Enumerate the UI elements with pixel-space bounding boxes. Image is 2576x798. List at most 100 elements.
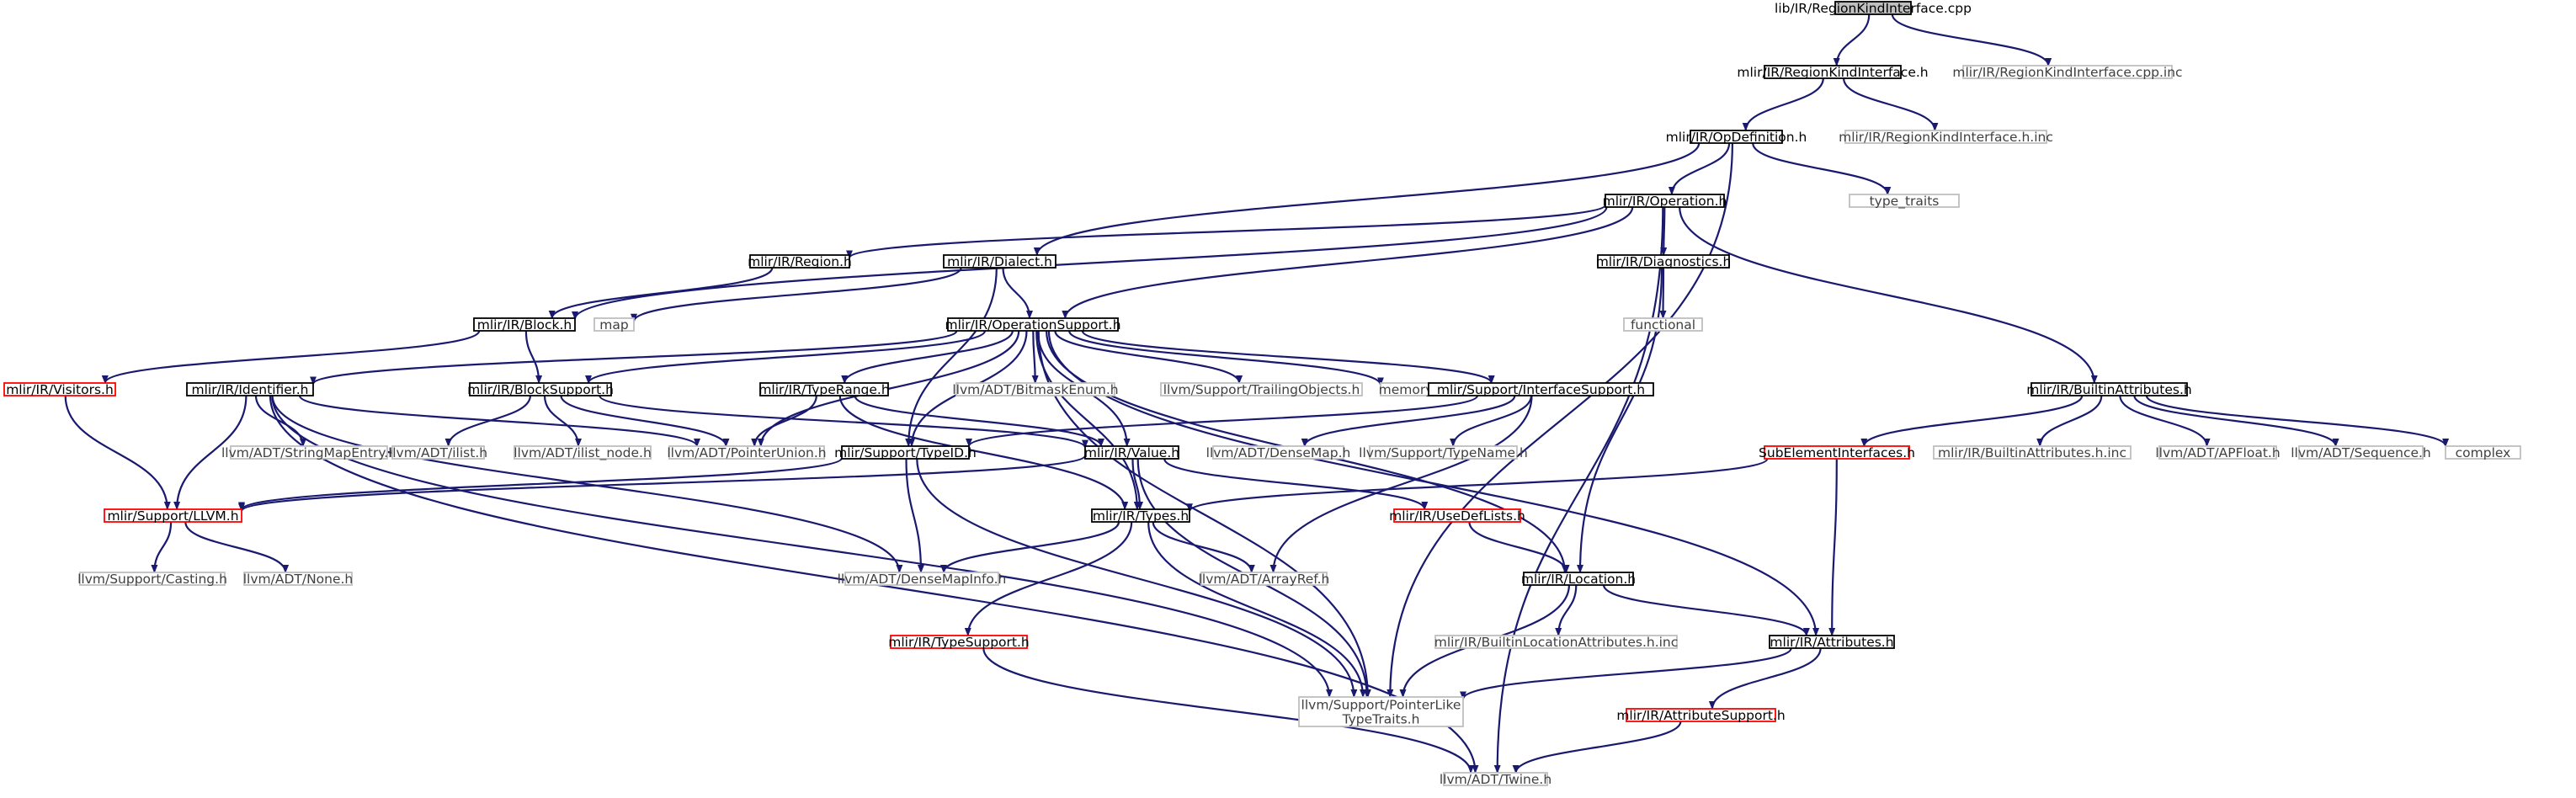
node-location[interactable]: mlir/IR/Location.h [1521,572,1636,587]
edge-location-to-builtinloc_inc [1555,584,1578,636]
edge-operation-to-opsupport [1062,206,1634,319]
node-box [1597,254,1730,269]
node-attributes[interactable]: mlir/IR/Attributes.h [1769,635,1895,650]
edge-subelem-to-attributes [1828,458,1838,636]
edge-dialect-to-opsupport [1002,267,1033,319]
node-label: SubElementInterfaces.h [1759,445,1915,460]
node-twine: llvm/ADT/Twine.h [1440,772,1551,787]
edge-llvm_h-to-none [184,521,290,573]
edge-blocksupport-to-ilist [444,395,531,447]
node-box [749,254,850,269]
node-visitors[interactable]: mlir/IR/Visitors.h [3,382,116,397]
node-box [1764,445,1910,460]
node-types[interactable]: mlir/IR/Types.h [1091,508,1190,524]
node-box [593,317,635,332]
edge-types-to-densemapinfo [940,521,1120,573]
node-diagnostics[interactable]: mlir/IR/Diagnostics.h [1596,254,1732,269]
edge-opsupport-to-attributes [1047,330,1820,636]
edge-block-to-blocksupport [524,330,543,384]
node-region[interactable]: mlir/IR/Region.h [748,254,852,269]
node-label: mlir/IR/AttributeSupport.h [1616,708,1785,723]
node-label: llvm/ADT/Sequence.h [2291,445,2431,460]
node-box [1428,382,1654,396]
node-label: mlir/IR/OperationSupport.h [945,317,1120,332]
node-label: llvm/ADT/ilist.h [389,445,487,460]
edge-value-to-types [1131,458,1143,510]
node-dialect[interactable]: mlir/IR/Dialect.h [943,254,1056,269]
node-subelem[interactable]: SubElementInterfaces.h [1759,445,1915,460]
node-label: functional [1631,317,1695,332]
edge-operation-to-diagnostics [1660,206,1668,256]
node-label: llvm/ADT/Twine.h [1440,772,1551,787]
edge-block-to-visitors [101,330,481,384]
node-bitmask: llvm/ADT/BitmaskEnum.h [952,382,1118,397]
edge-operation-to-block [572,206,1608,320]
node-box [1393,508,1521,523]
node-label: mlir/IR/Diagnostics.h [1596,254,1732,269]
edge-identifier-to-ptrunion [298,395,700,447]
node-box [391,445,485,460]
edge-rki_h-to-opdef [1742,77,1824,131]
edge-dialect-to-map [631,267,962,322]
node-typename: llvm/Support/TypeName.h [1359,445,1528,460]
node-box [1160,382,1363,396]
node-memory: memory [1379,382,1434,397]
node-builtinattrs[interactable]: mlir/IR/BuiltinAttributes.h [2026,382,2191,397]
edge-diagnostics-to-location [1577,267,1663,573]
node-identifier[interactable]: mlir/IR/Identifier.h [186,382,314,397]
node-label: llvm/Support/Casting.h [77,572,227,587]
node-typerange[interactable]: mlir/IR/TypeRange.h [758,382,889,397]
edge-builtinattrs-to-subelem [1860,395,2084,447]
node-ptrunion: llvm/ADT/PointerUnion.h [667,445,826,460]
node-label: mlir/IR/Operation.h [1603,194,1727,209]
node-opsupport[interactable]: mlir/IR/OperationSupport.h [945,317,1120,332]
node-label: llvm/ADT/DenseMap.h [1206,445,1351,460]
node-rki_h[interactable]: mlir/IR/RegionKindInterface.h [1737,65,1928,80]
node-trailing: llvm/Support/TrailingObjects.h [1160,382,1363,397]
node-label: memory [1379,382,1434,397]
node-map: map [593,317,635,332]
edge-typerange-to-value [854,395,1104,447]
node-ilist: llvm/ADT/ilist.h [389,445,487,460]
node-label: mlir/IR/RegionKindInterface.cpp.inc [1952,65,2182,80]
node-box [1443,772,1548,786]
edge-llvm_h-to-casting [151,521,173,573]
node-llvm_h[interactable]: mlir/Support/LLVM.h [104,508,242,524]
edge-opsupport-to-bitmask [1031,330,1039,384]
edge-types-to-arrayref [1152,521,1255,573]
node-label: map [599,317,628,332]
node-label: mlir/Support/InterfaceSupport.h [1437,382,1645,397]
node-box [1605,194,1725,208]
node-none: llvm/ADT/None.h [243,572,354,587]
node-box [3,382,116,396]
edge-identifier-to-densemapinfo [271,395,903,573]
node-box [1369,445,1518,460]
node-value[interactable]: mlir/IR/Value.h [1084,445,1179,460]
node-typeid[interactable]: mlir/Support/TypeID.h [834,445,977,460]
node-operation[interactable]: mlir/IR/Operation.h [1603,194,1727,209]
node-box [947,317,1119,332]
edge-attributes-to-ptrlike [1460,647,1792,700]
node-box [230,445,388,460]
edge-builtinattrs-to-complex [2145,395,2449,447]
node-blocksupport[interactable]: mlir/IR/BlockSupport.h [467,382,614,397]
node-ilistnode: llvm/ADT/ilist_node.h [514,445,652,461]
node-label: llvm/ADT/ilist_node.h [514,445,652,461]
edge-builtinattrs-to-builtinattrs_inc [2036,395,2103,447]
node-root[interactable]: lib/IR/RegionKindInterface.cpp [1775,1,1972,16]
node-block[interactable]: mlir/IR/Block.h [473,317,576,332]
node-opdef[interactable]: mlir/IR/OpDefinition.h [1666,130,1807,145]
node-label: mlir/IR/Identifier.h [191,382,308,397]
node-label: mlir/Support/LLVM.h [107,508,238,524]
node-typesupport[interactable]: mlir/IR/TypeSupport.h [888,635,1030,650]
node-box [79,572,226,586]
node-usedef[interactable]: mlir/IR/UseDefLists.h [1389,508,1525,524]
node-casting: llvm/Support/Casting.h [77,572,227,587]
node-ifacesupport[interactable]: mlir/Support/InterfaceSupport.h [1428,382,1654,397]
edge-opsupport-to-memory [1068,330,1384,386]
node-box [1091,508,1190,523]
edge-types-to-typesupport [964,521,1133,636]
node-attrsupport[interactable]: mlir/IR/AttributeSupport.h [1616,708,1785,723]
node-box [668,445,825,460]
